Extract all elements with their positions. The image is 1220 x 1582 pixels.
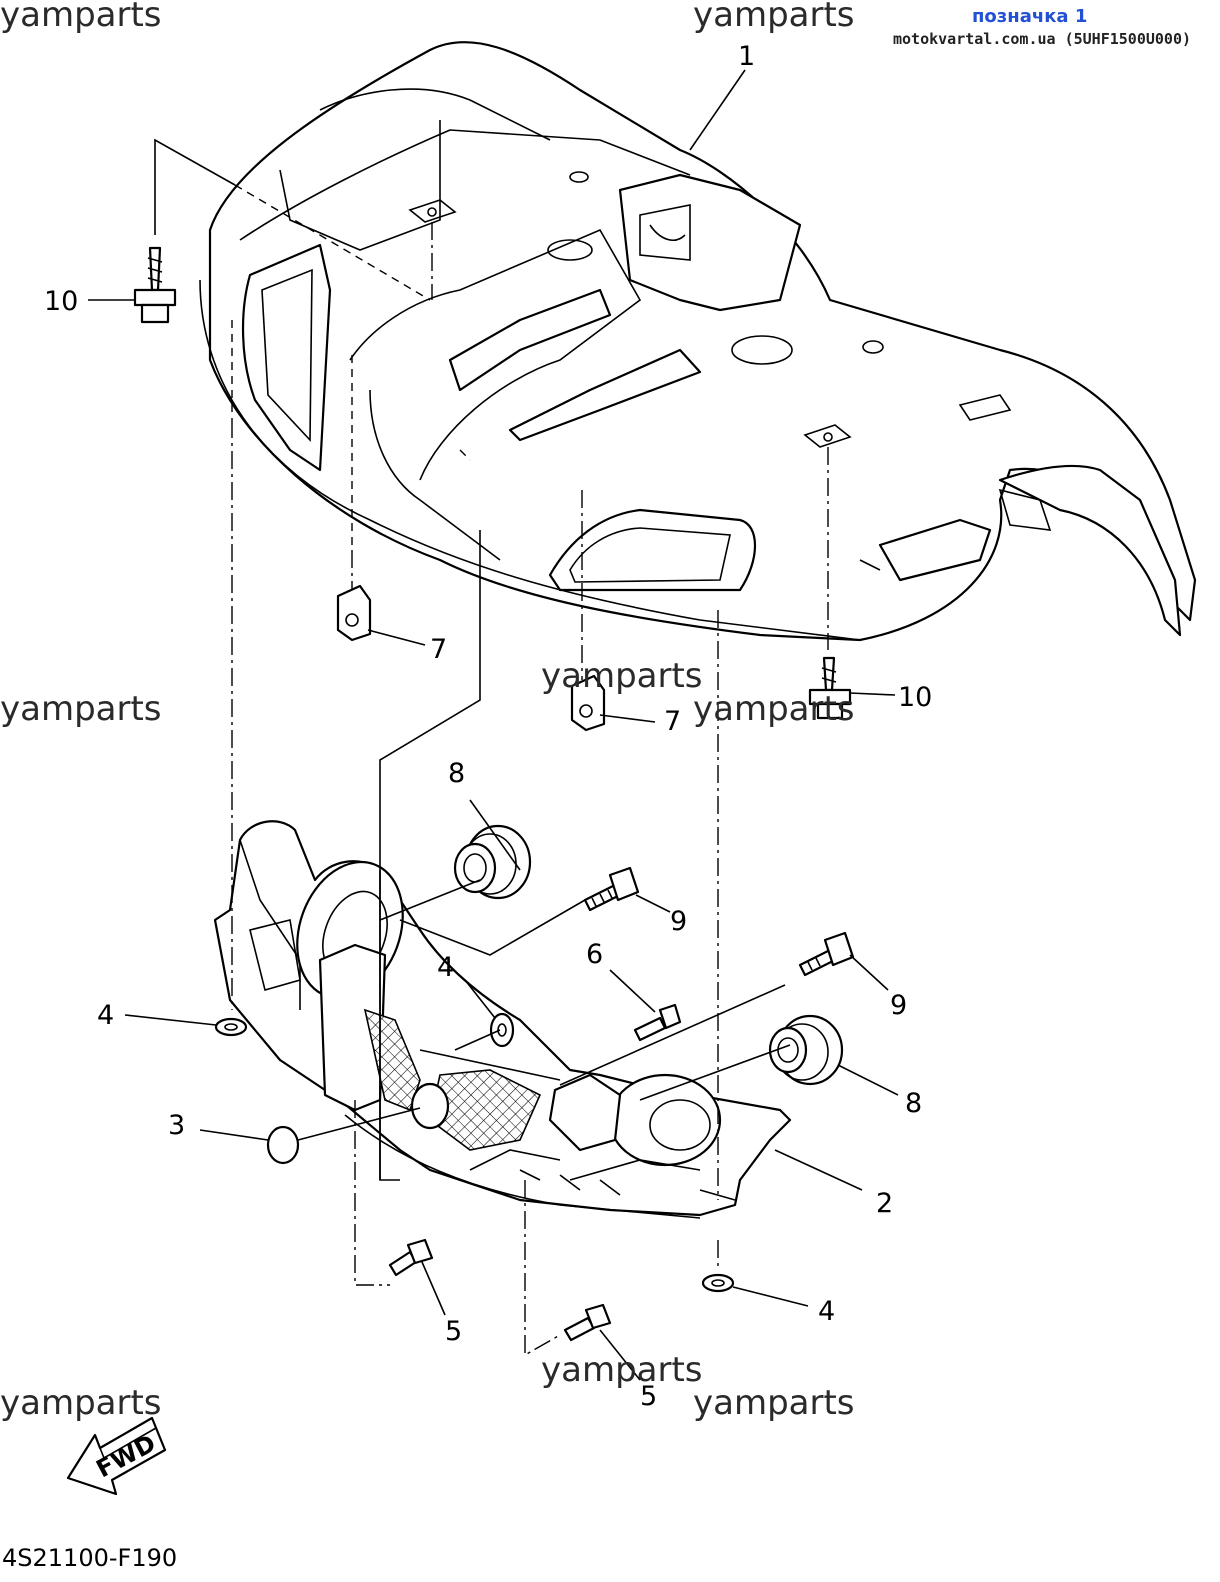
grommet-8-lower-icon [768,1014,844,1086]
callout-9-lower: 9 [890,990,907,1021]
watermark: yamparts [693,0,855,35]
washer-4-bottom-icon [701,1273,735,1293]
leader-lines [88,69,899,1381]
callout-4-center: 4 [437,952,454,983]
watermark: yamparts [693,689,855,729]
washer-4-left-icon [214,1017,248,1037]
callout-9-upper: 9 [670,906,687,937]
watermark: yamparts [693,1383,855,1423]
callout-1: 1 [738,41,755,72]
fwd-arrow-icon: FWD [66,1416,167,1496]
bolt-10-left-icon [133,246,177,324]
callout-5-bottom: 5 [640,1381,657,1412]
callout-4-bottom: 4 [818,1296,835,1327]
bolt-10-right-icon [808,656,852,720]
bolt-9-upper-icon [583,866,640,912]
watermark: yamparts [541,656,703,696]
emblem-3-icon [266,1125,300,1165]
front-fender-part [199,41,1197,732]
watermark: yamparts [0,0,162,35]
callout-10-right: 10 [898,682,932,713]
watermark: yamparts [541,1350,703,1390]
mark-label[interactable]: позначка 1 [972,6,1087,27]
callout-5-left: 5 [445,1316,462,1347]
diagram-code: 4S21100-F190 [2,1544,177,1572]
callout-7-left: 7 [430,634,447,665]
grommet-8-upper-icon [453,824,532,900]
callout-10-left: 10 [44,286,78,317]
bolt-9-lower-icon [798,931,855,977]
callout-2: 2 [876,1188,893,1219]
callout-6: 6 [586,939,603,970]
site-code: motokvartal.com.ua (5UHF1500U000) [893,30,1191,48]
callout-8-upper: 8 [448,758,465,789]
callout-4-left: 4 [97,1000,114,1031]
rivet-5-left-icon [388,1238,434,1277]
callout-7-center: 7 [664,706,681,737]
assembly-lines [154,138,829,1357]
washer-4-center-icon [489,1012,515,1048]
callout-8-lower: 8 [905,1088,922,1119]
watermark: yamparts [0,1383,162,1423]
callout-3: 3 [168,1110,185,1141]
rivet-5-lower-icon [563,1303,612,1342]
rivet-6-icon [633,1003,682,1042]
watermark: yamparts [0,689,162,729]
